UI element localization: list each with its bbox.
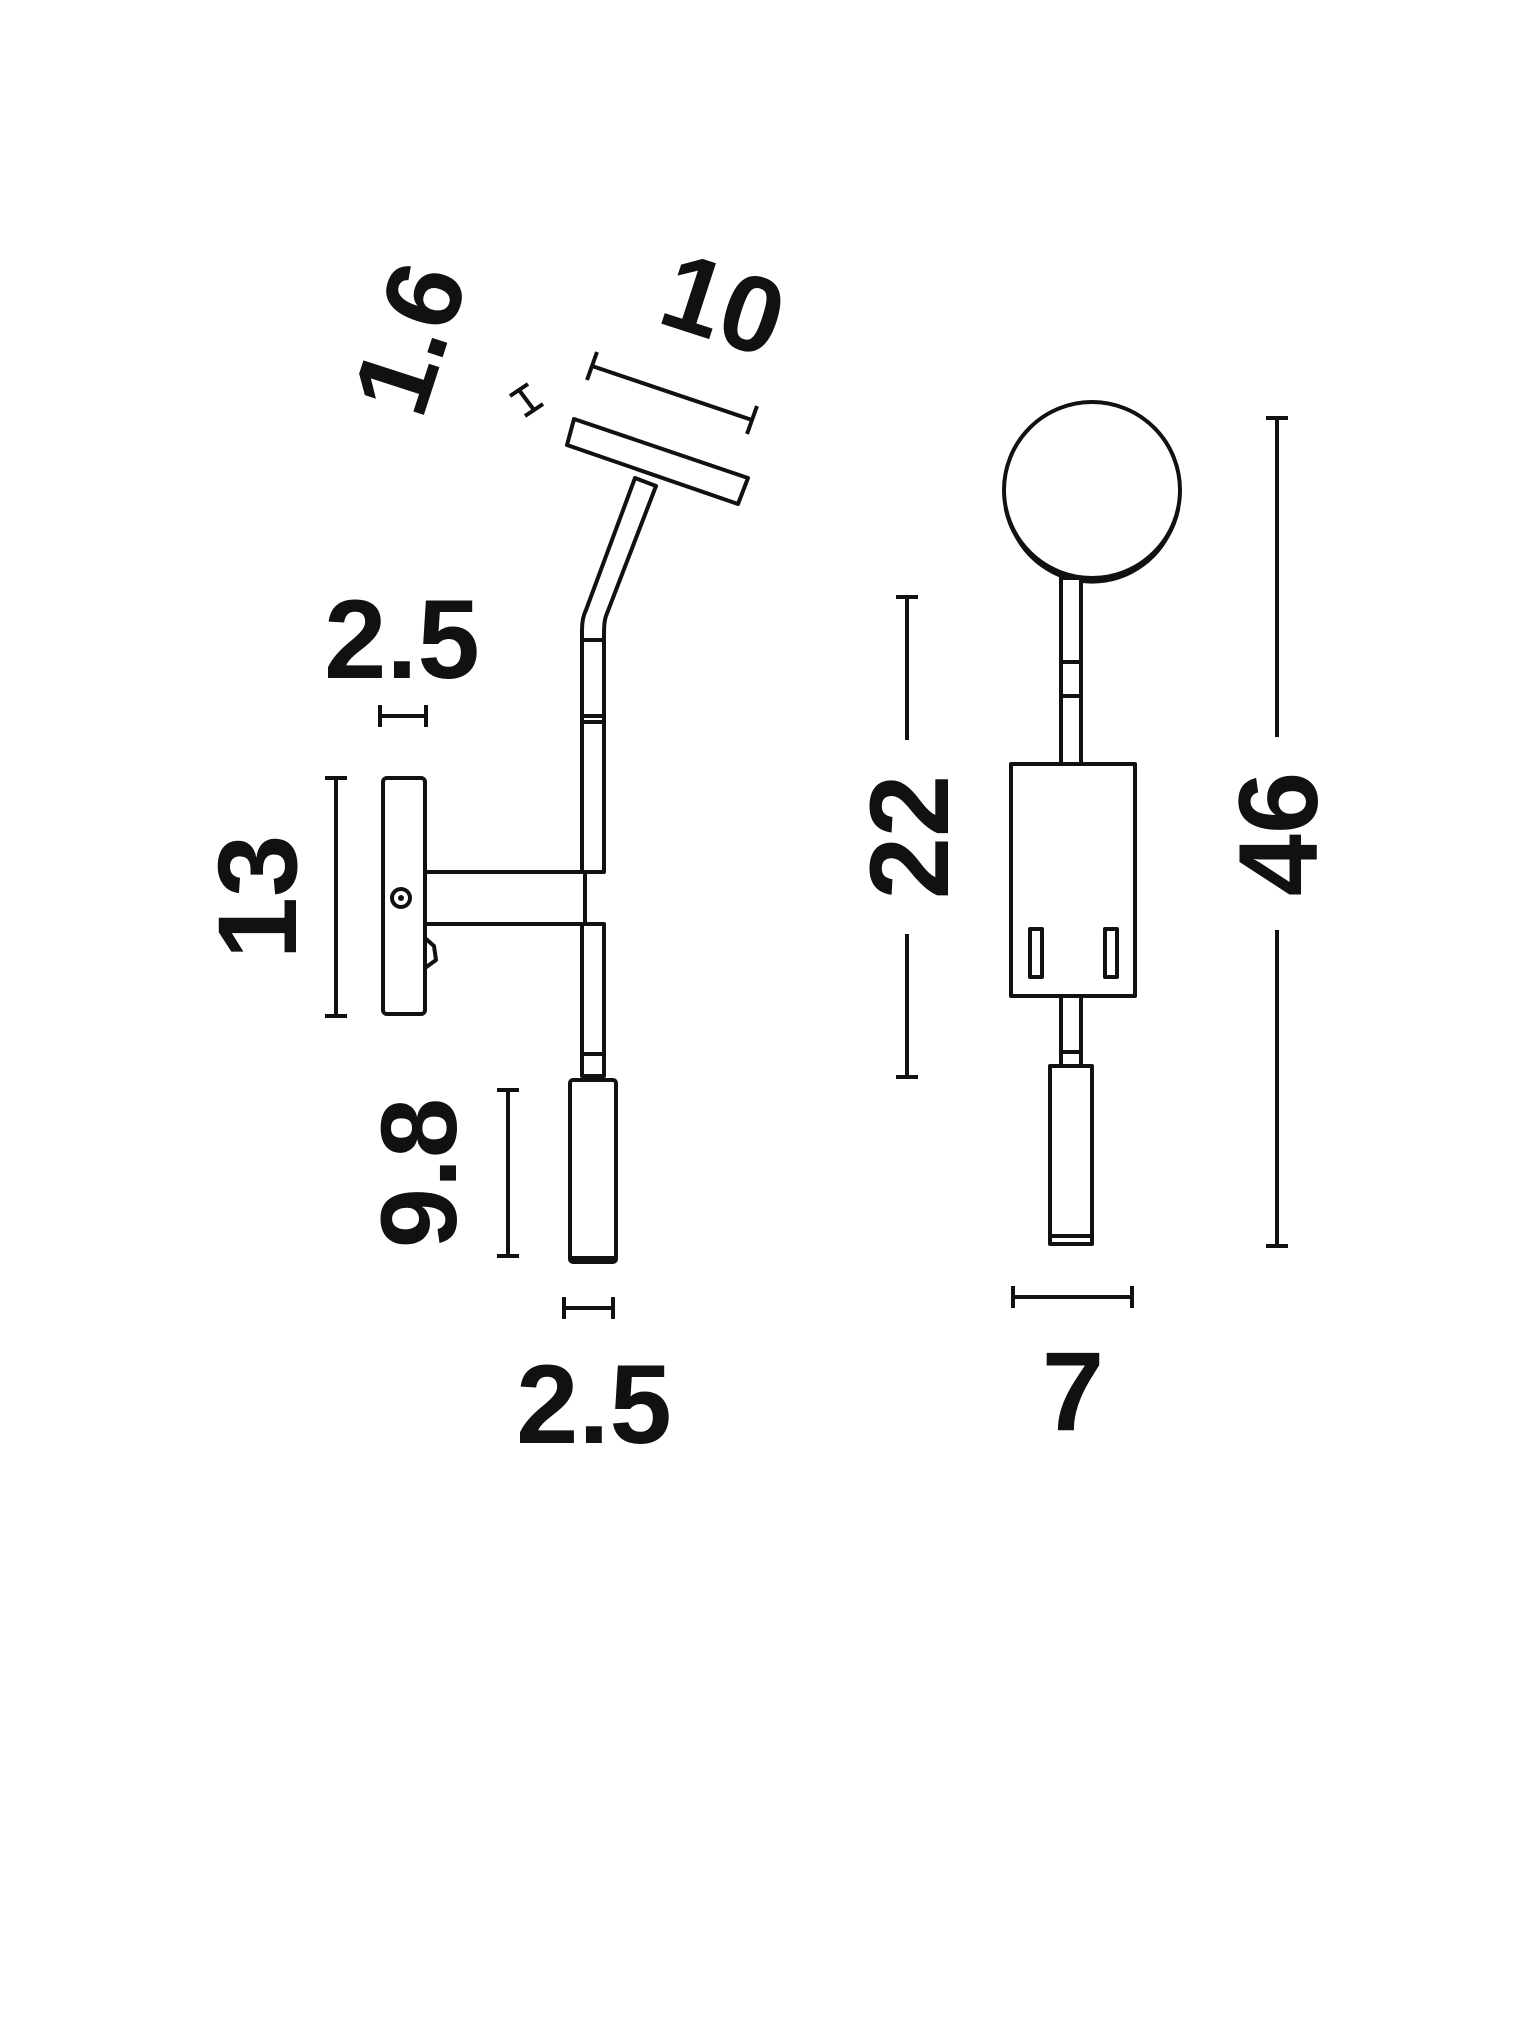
label-total-height: 46: [1216, 772, 1341, 897]
side-stem-middle: [580, 720, 606, 874]
label-base-height: 13: [195, 835, 320, 960]
side-switch: [423, 936, 438, 970]
front-switch-left: [1028, 927, 1044, 979]
label-head-width: 10: [648, 228, 800, 380]
side-stem-lower: [580, 922, 606, 1056]
side-horizontal-arm: [423, 870, 587, 926]
dim-head-thickness-tick-b: [523, 402, 545, 418]
front-dimensions: 22 46 7: [847, 416, 1341, 1454]
dim-head-width-tick-b: [745, 405, 759, 435]
side-lamp-head: [565, 417, 750, 506]
label-reading-light-length: 9.8: [358, 1098, 479, 1248]
front-stem-lower-joint: [1059, 1050, 1083, 1068]
side-view: [381, 417, 750, 1264]
dim-head-width-line: [591, 364, 753, 422]
side-stem-upper: [580, 638, 606, 722]
label-base-depth: 2.5: [324, 577, 480, 702]
dim-head-width-tick-a: [585, 351, 599, 381]
front-switch-right: [1103, 927, 1119, 979]
front-stem-lower: [1059, 994, 1083, 1054]
dim-head-thickness-tick-a: [508, 382, 530, 398]
front-reading-light: [1048, 1064, 1094, 1246]
front-stem-upper: [1059, 576, 1083, 668]
side-stem-lower-joint: [580, 1052, 606, 1078]
dim-head-thickness-line: [517, 388, 536, 412]
side-angled-arm: [580, 476, 658, 642]
front-view: [1002, 400, 1182, 1246]
label-head-thickness: 1.6: [329, 248, 490, 428]
label-width: 7: [1042, 1329, 1104, 1454]
side-dimensions: 1.6 10 2.5 13 9.8 2.5: [195, 228, 799, 1467]
label-reading-light-width: 2.5: [516, 1342, 672, 1467]
label-arm-length: 22: [847, 775, 972, 900]
side-base-screw-center: [398, 895, 404, 901]
front-stem-middle: [1059, 694, 1083, 766]
side-reading-light: [568, 1078, 618, 1264]
front-lamp-head-rim-2: [1008, 520, 1176, 584]
